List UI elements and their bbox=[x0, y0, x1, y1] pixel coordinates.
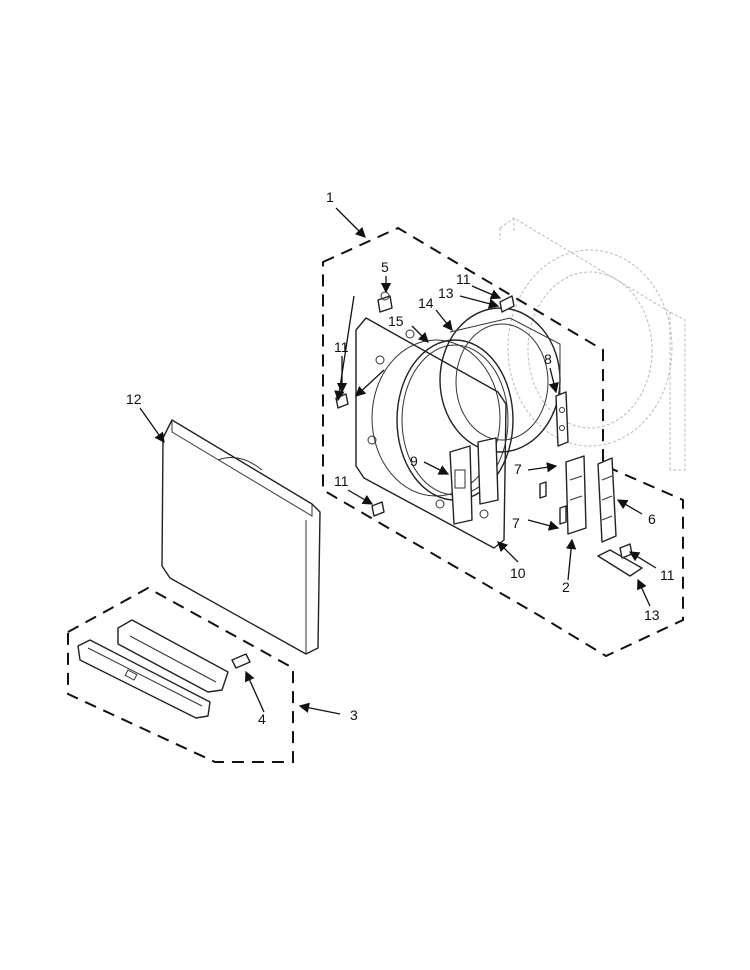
callout-9: 9 bbox=[410, 453, 418, 469]
screws bbox=[335, 295, 633, 559]
callout-8: 8 bbox=[544, 351, 552, 367]
callout-12: 12 bbox=[126, 391, 142, 407]
group-box-3 bbox=[67, 586, 294, 763]
outer-door-panel bbox=[161, 419, 321, 655]
callout-11-mid: 11 bbox=[334, 473, 349, 489]
callout-14: 14 bbox=[418, 295, 434, 311]
door-handle bbox=[77, 619, 229, 719]
callout-11-left: 11 bbox=[334, 339, 349, 355]
leader-lines bbox=[139, 207, 657, 715]
group-box-1 bbox=[322, 226, 684, 658]
callout-10: 10 bbox=[510, 565, 526, 581]
callout-13-top: 13 bbox=[438, 285, 454, 301]
callout-11-top: 11 bbox=[456, 271, 471, 287]
lower-bracket bbox=[597, 549, 643, 577]
strike-bracket bbox=[555, 391, 569, 447]
door-hinge bbox=[565, 455, 587, 535]
callout-11-right: 11 bbox=[660, 567, 675, 583]
callout-5: 5 bbox=[381, 259, 389, 275]
hinge-bracket bbox=[449, 437, 499, 525]
callout-2: 2 bbox=[562, 579, 570, 595]
callout-13-bottom: 13 bbox=[644, 607, 660, 623]
callout-7-bottom: 7 bbox=[512, 515, 520, 531]
callout-3: 3 bbox=[350, 707, 358, 723]
hinge-pins bbox=[539, 481, 567, 525]
door-glass bbox=[439, 307, 561, 453]
callout-6: 6 bbox=[648, 511, 656, 527]
callout-4: 4 bbox=[258, 711, 266, 727]
callout-1: 1 bbox=[326, 189, 334, 205]
handle-pin bbox=[231, 653, 251, 669]
bumper-plug bbox=[377, 291, 393, 313]
callout-15: 15 bbox=[388, 313, 404, 329]
callout-labels: 1 5 11 13 14 15 11 8 12 9 7 11 7 6 10 11… bbox=[126, 189, 675, 727]
callout-7-top: 7 bbox=[514, 461, 522, 477]
hinge-plate bbox=[597, 457, 617, 543]
cabinet-ghost bbox=[499, 217, 686, 471]
